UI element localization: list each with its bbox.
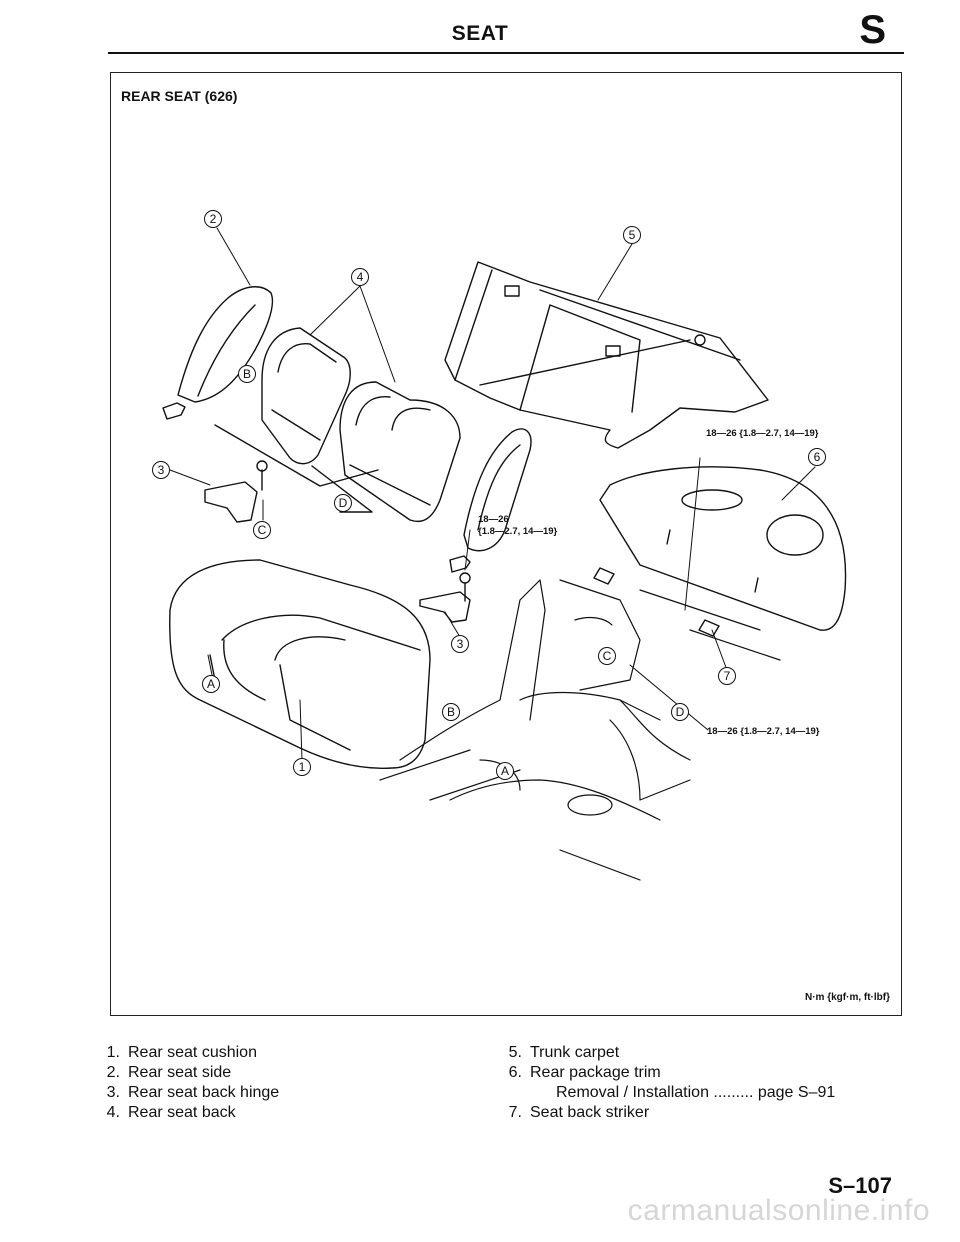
page-number: S–107 (828, 1173, 892, 1198)
legend-right: 5.Trunk carpet 6.Rear package trim Remov… (498, 1043, 836, 1123)
legend-subitem-reference: Removal / Installation ......... page S–… (556, 1084, 836, 1101)
torque-units: N·m {kgf·m, ft·lbf} (805, 992, 890, 1003)
torque-spec-side-line2: {1.8—2.7, 14—19} (478, 526, 558, 537)
marker-d-floor: D (671, 703, 689, 721)
watermark: carmanualsonline.info (627, 1194, 930, 1227)
marker-a-floor: A (496, 762, 514, 780)
seat-back-striker-part (593, 567, 720, 637)
legend-item: 1.Rear seat cushion (106, 1044, 257, 1061)
floor-structure (379, 579, 781, 881)
torque-spec-package-trim: 18—26 {1.8—2.7, 14—19} (706, 428, 819, 439)
rear-seat-back-hinge-part (204, 460, 471, 623)
callout-2: 2 (204, 210, 222, 228)
callout-6: 6 (808, 448, 826, 466)
torque-spec-floor: 18—26 {1.8—2.7, 14—19} (707, 726, 820, 737)
callout-3a: 3 (152, 461, 170, 479)
marker-a-cushion: A (202, 675, 220, 693)
header-rule (108, 52, 904, 54)
callout-3b: 3 (451, 635, 469, 653)
callout-4: 4 (351, 268, 369, 286)
torque-spec-side-line1: 18—26 (478, 514, 509, 525)
legend-item: 4.Rear seat back (106, 1104, 236, 1121)
callout-7: 7 (718, 667, 736, 685)
rear-seat-cushion-part (169, 559, 431, 770)
legend-item: 7.Seat back striker (508, 1104, 650, 1121)
legend-item: 3.Rear seat back hinge (106, 1084, 280, 1101)
marker-c-left: C (253, 521, 271, 539)
diagram-frame (110, 72, 902, 1016)
marker-b-floor: B (442, 703, 460, 721)
marker-c-floor: C (598, 647, 616, 665)
legend-item: 6.Rear package trim (508, 1064, 661, 1081)
section-letter: S (859, 8, 886, 52)
rear-seat-side-right-part (449, 428, 532, 573)
marker-b-upper: B (238, 365, 256, 383)
legend-item: 2.Rear seat side (106, 1064, 232, 1081)
rear-package-trim-part (599, 466, 847, 631)
rear-seat-side-left-part (162, 286, 274, 420)
marker-d-left: D (334, 494, 352, 512)
page-header-title: SEAT (451, 22, 509, 45)
trunk-carpet-part (444, 261, 769, 449)
callout-5: 5 (623, 226, 641, 244)
legend-left: 1.Rear seat cushion 2.Rear seat side 3.R… (96, 1043, 280, 1123)
callout-1: 1 (293, 758, 311, 776)
leader-lines (169, 227, 816, 761)
diagram-title: REAR SEAT (626) (121, 88, 238, 104)
rear-seat-back-part (214, 327, 461, 523)
legend-item: 5.Trunk carpet (508, 1044, 620, 1061)
